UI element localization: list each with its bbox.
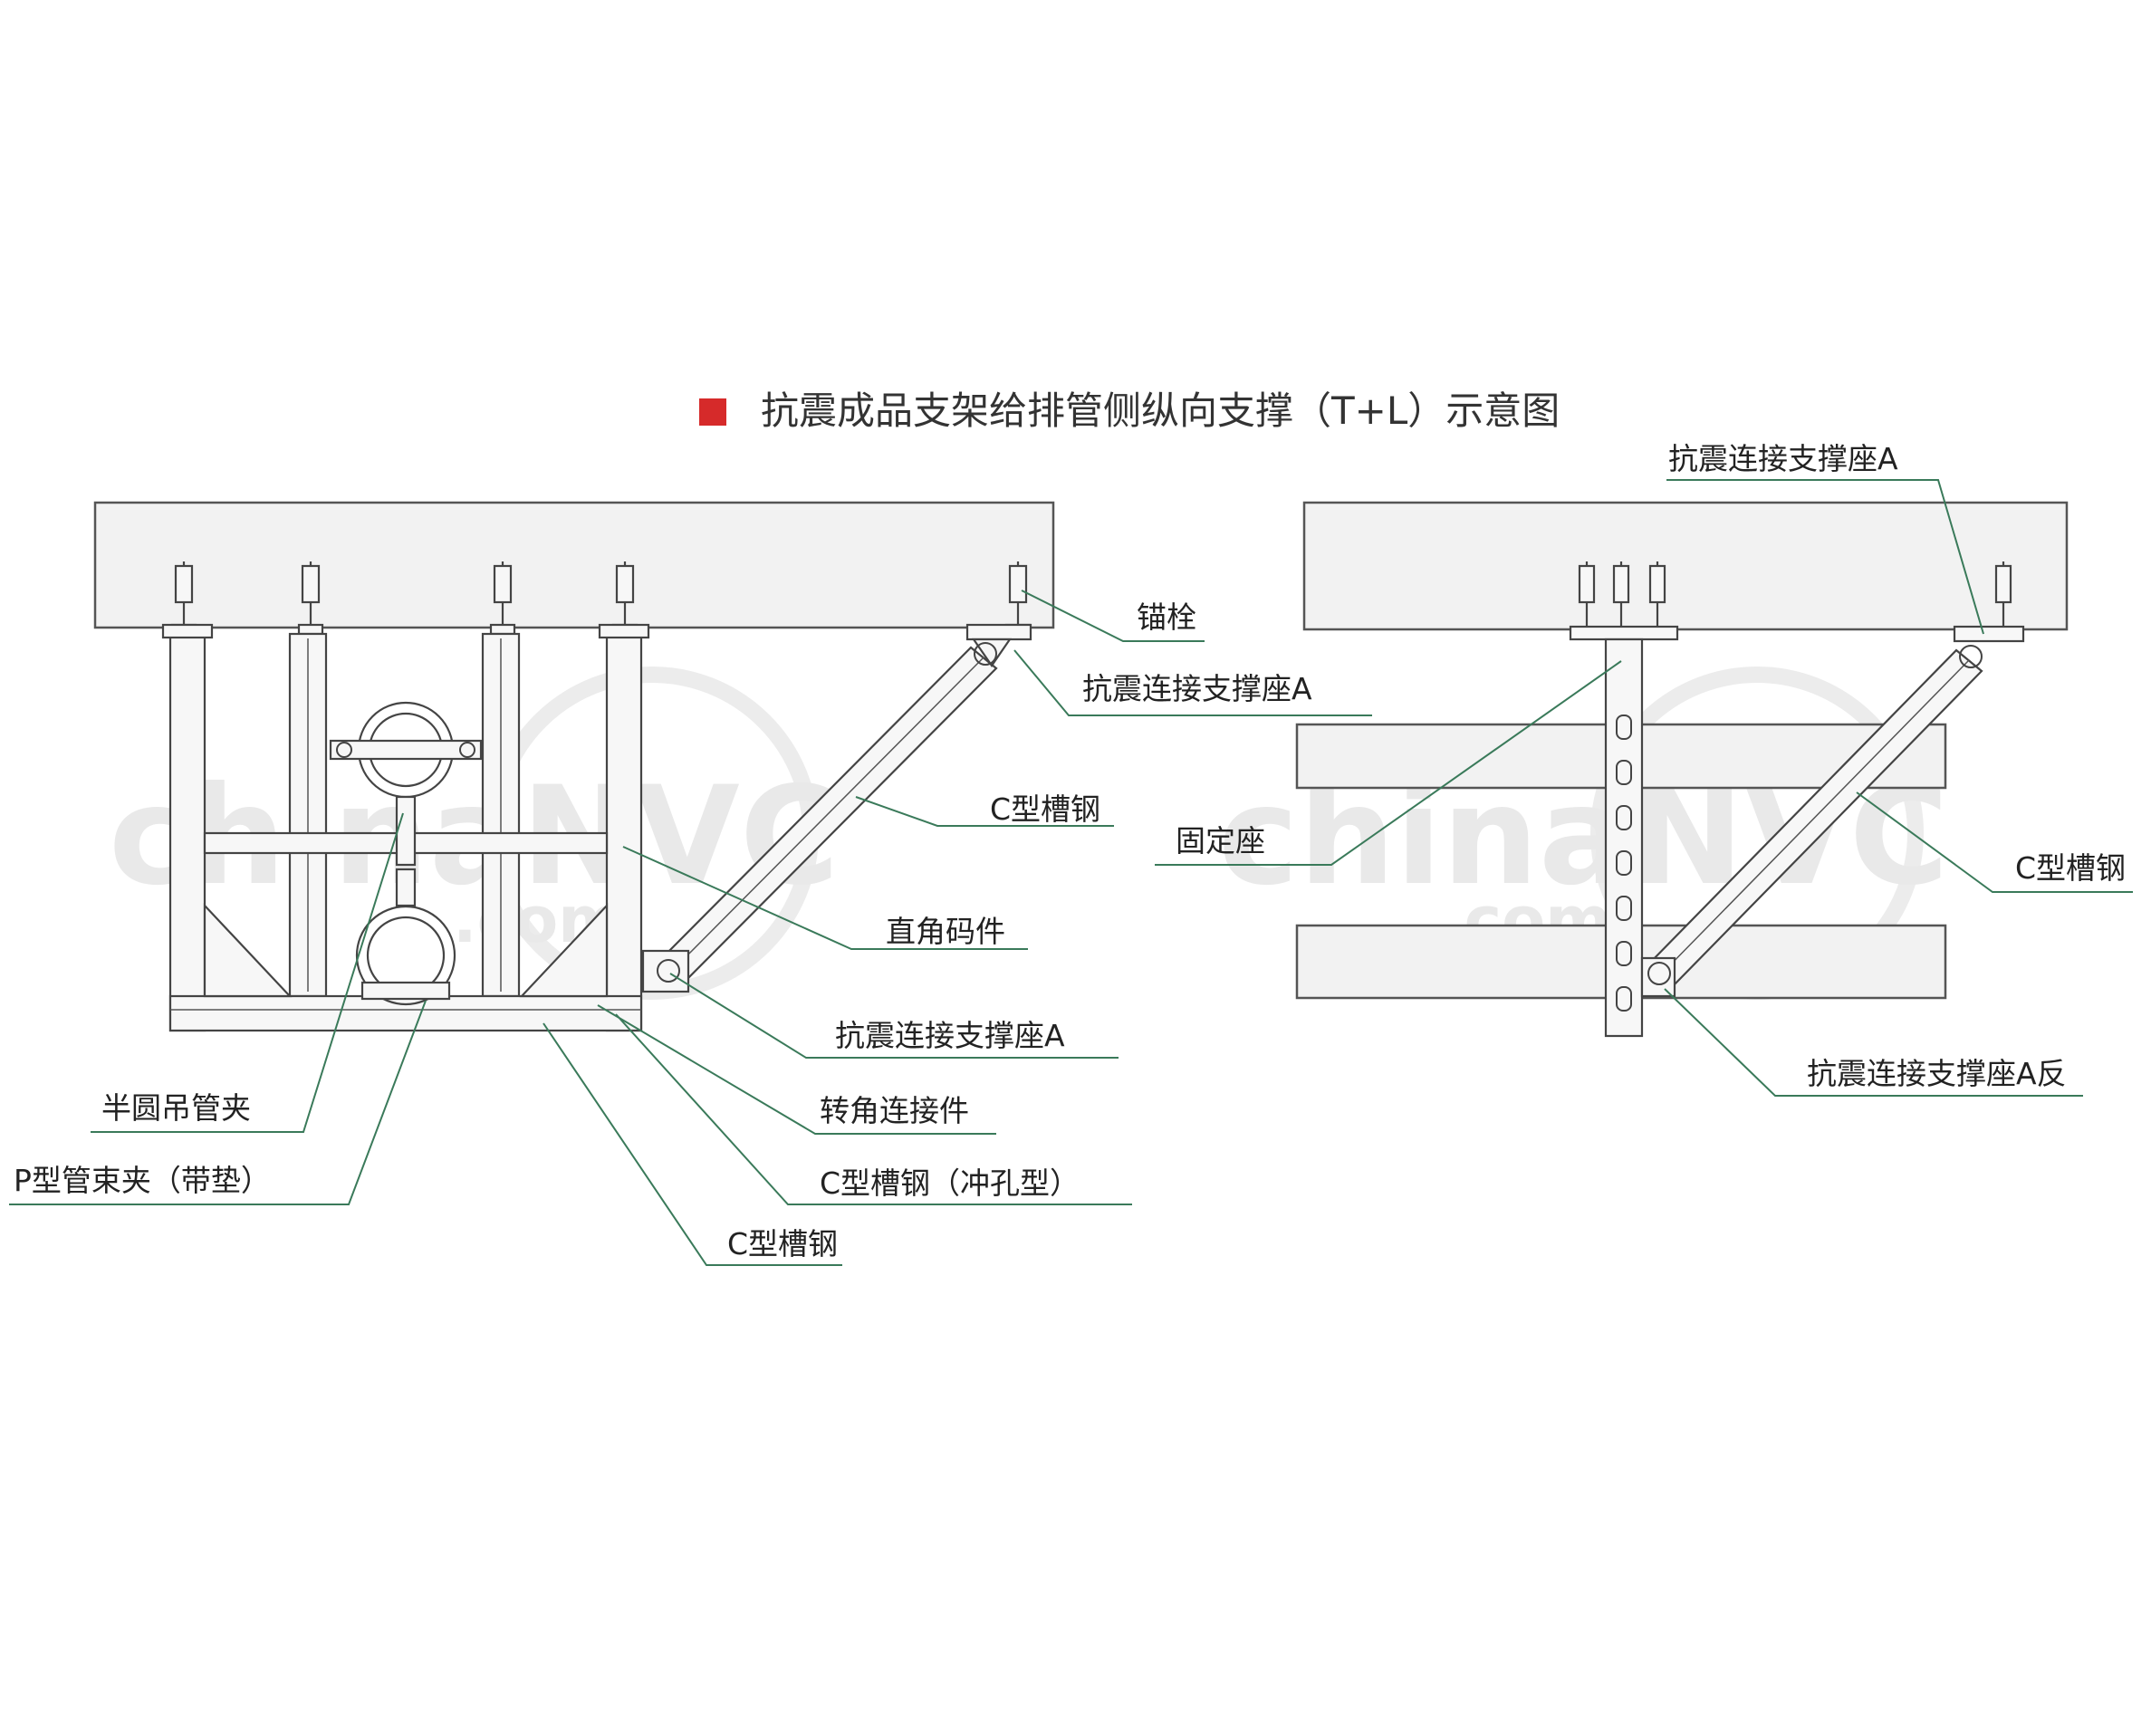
leader-lines-left bbox=[9, 590, 1372, 1266]
c-channel-vertical-left bbox=[168, 626, 206, 1032]
label-seismic-seat-a-bottom: 抗震连接支撑座A bbox=[835, 1018, 1065, 1053]
base-plate bbox=[161, 623, 214, 639]
c-channel-vertical-right bbox=[605, 626, 643, 1032]
diagonal-brace-left bbox=[641, 623, 1032, 993]
left-view bbox=[93, 501, 1055, 1032]
label-c-channel: C型槽钢 bbox=[2015, 850, 2126, 886]
label-c-channel-punched: C型槽钢（冲孔型） bbox=[820, 1165, 1080, 1201]
diagram-title: 抗震成品支架给排管侧纵向支撑（T+L）示意图 bbox=[761, 388, 1560, 433]
anchor-bolts-right bbox=[1578, 561, 2012, 634]
punch-holes bbox=[1616, 715, 1632, 1012]
right-view bbox=[1295, 501, 2069, 1038]
label-c-channel-bottom: C型槽钢 bbox=[727, 1226, 838, 1261]
corner-connector bbox=[519, 903, 609, 998]
c-channel-bottom bbox=[168, 994, 643, 1032]
label-corner-connector: 转角连接件 bbox=[820, 1093, 969, 1128]
p-type-pipe-clamp bbox=[355, 868, 456, 1006]
label-half-round-clamp: 半圆吊管夹 bbox=[101, 1090, 251, 1126]
label-seismic-seat-a-top: 抗震连接支撑座A bbox=[1082, 671, 1312, 706]
corner-connector bbox=[203, 903, 293, 998]
label-p-type-clamp: P型管束夹（带垫） bbox=[14, 1163, 271, 1198]
half-round-pipe-clamp bbox=[329, 701, 483, 867]
label-right-angle-fitting: 直角码件 bbox=[886, 914, 1005, 949]
diagonal-brace-right bbox=[1640, 625, 2025, 998]
leader-lines-right bbox=[1155, 479, 2133, 1097]
label-fixed-seat: 固定座 bbox=[1176, 823, 1265, 858]
label-seismic-seat-a: 抗震连接支撑座A bbox=[1668, 441, 1898, 476]
label-seismic-seat-a-reverse: 抗震连接支撑座A反 bbox=[1807, 1056, 2067, 1091]
base-plate bbox=[598, 623, 650, 639]
concrete-slab-right bbox=[1302, 501, 2069, 631]
label-anchor-bolt: 锚栓 bbox=[1137, 599, 1196, 635]
title-marker bbox=[699, 398, 726, 426]
concrete-slab-left bbox=[93, 501, 1055, 629]
fixed-seat-plate bbox=[1569, 625, 1679, 641]
anchor-bolt bbox=[489, 561, 516, 636]
c-channel-vertical-punched bbox=[1604, 638, 1644, 1038]
label-c-channel-diagonal: C型槽钢 bbox=[990, 791, 1100, 827]
